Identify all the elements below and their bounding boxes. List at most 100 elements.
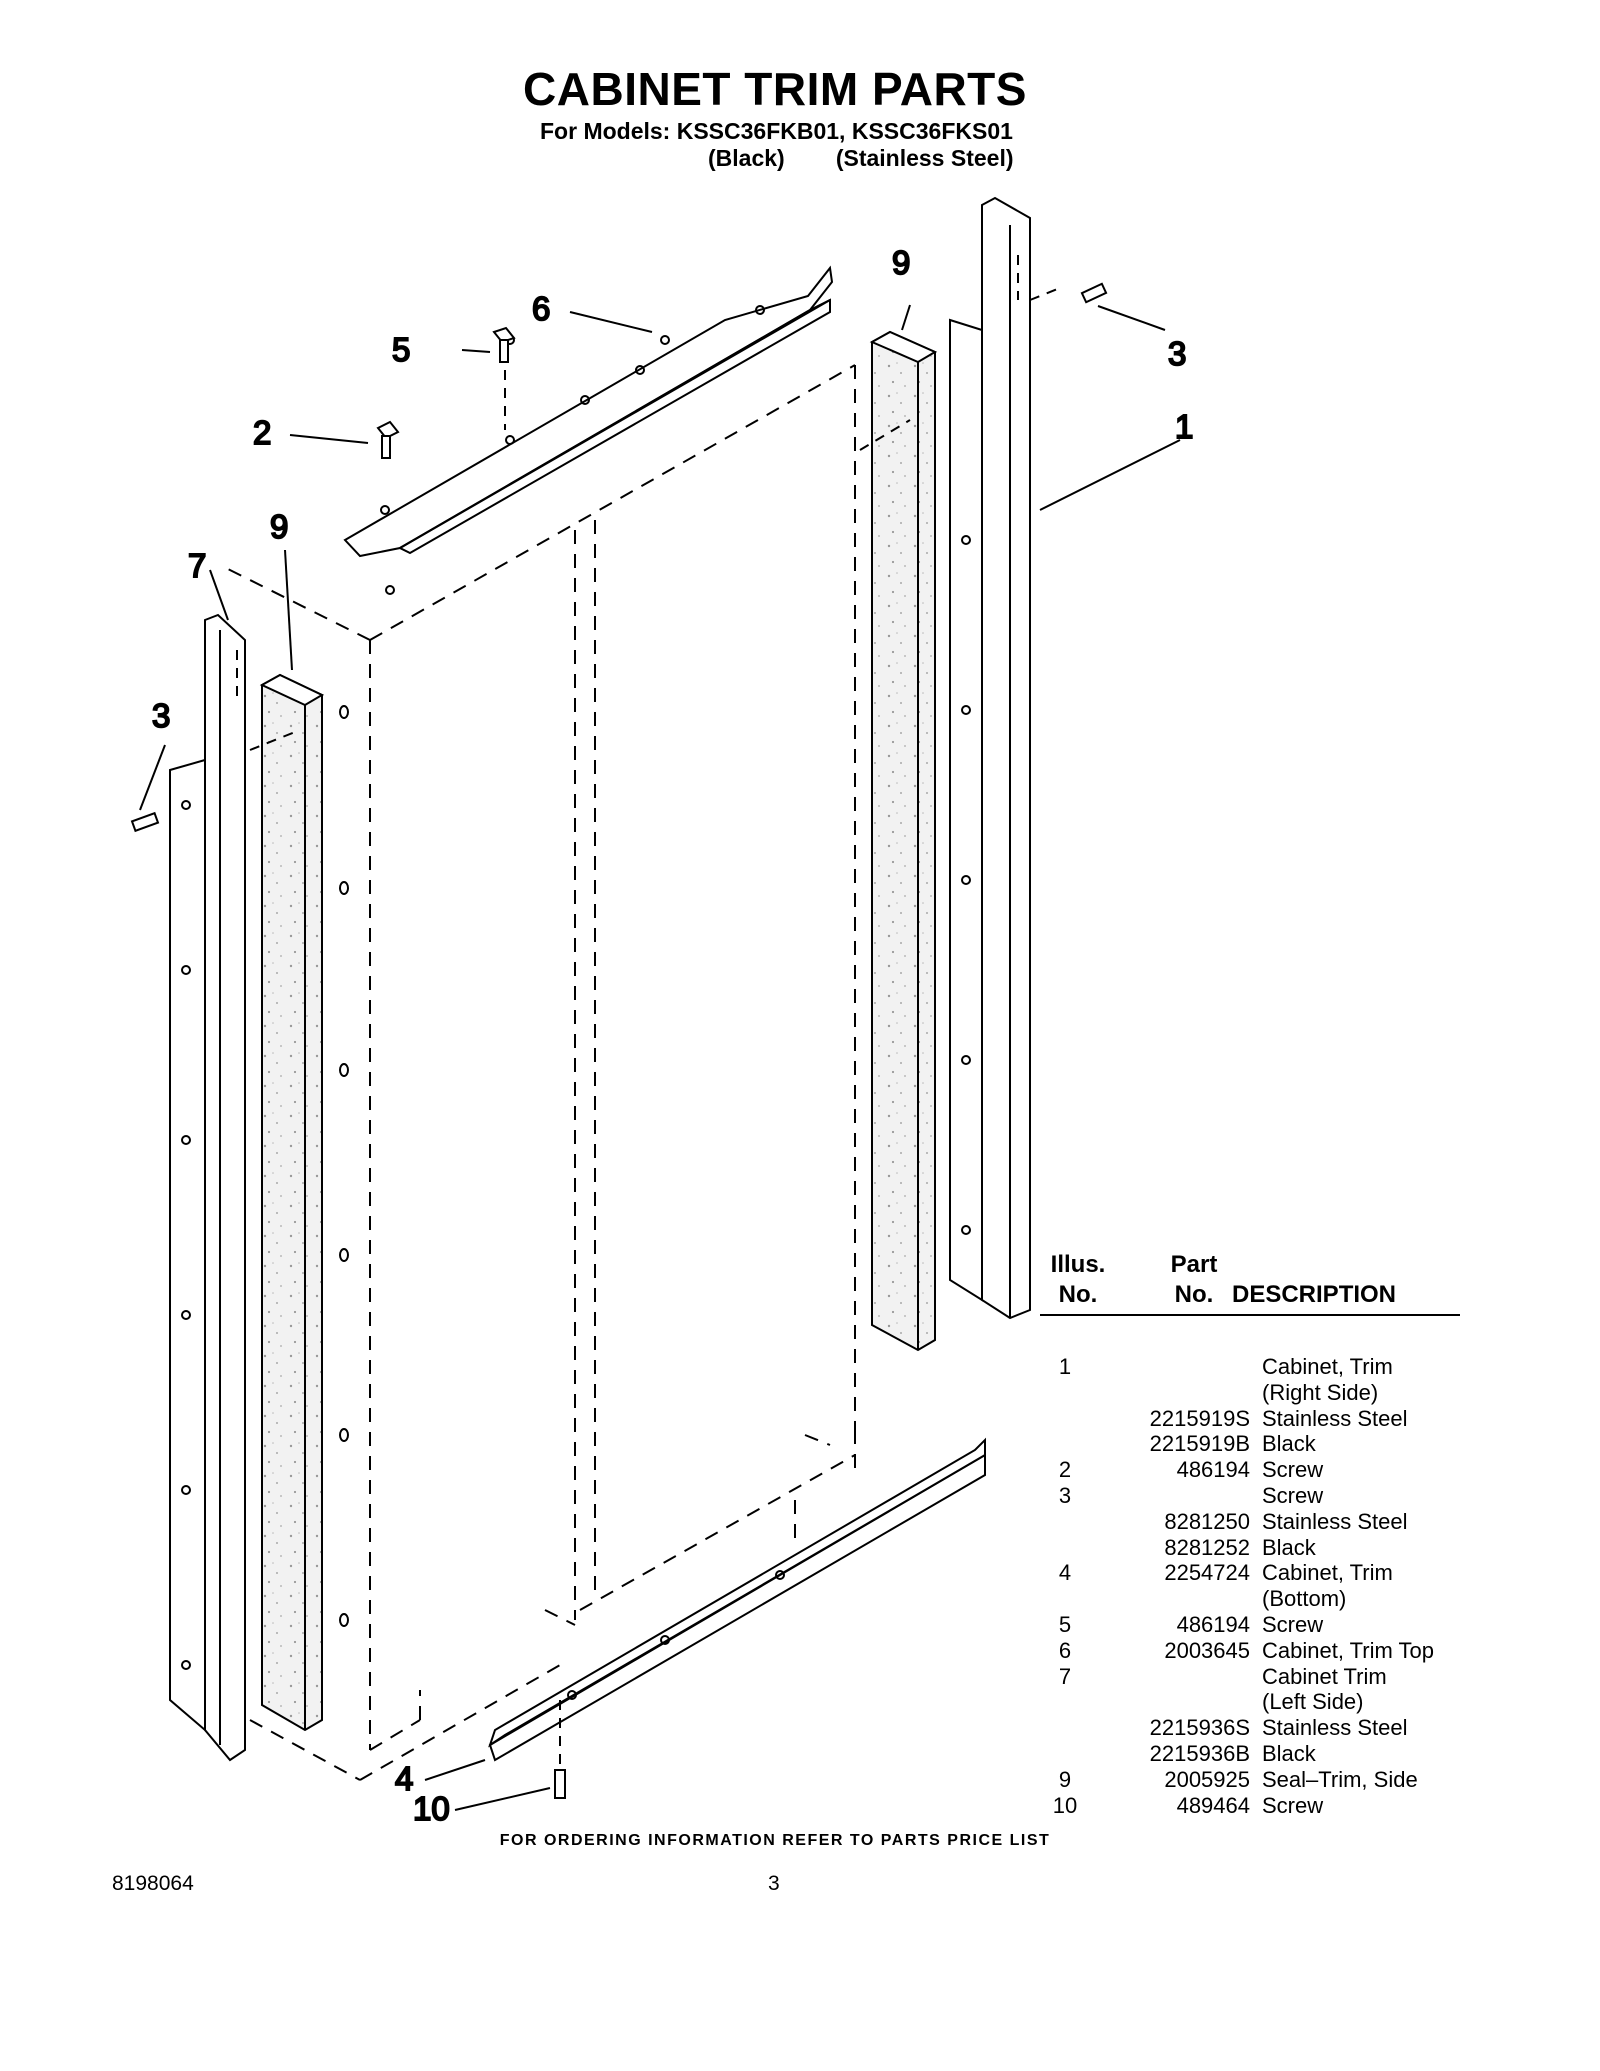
parts-row: 7 Cabinet Trim bbox=[1040, 1664, 1460, 1690]
part-no: 2005925 bbox=[1164, 1766, 1250, 1792]
finish-line: (Black) (Stainless Steel) bbox=[708, 145, 1014, 171]
part-header-line1: Part bbox=[1170, 1251, 1218, 1278]
part-no: 8281250 bbox=[1164, 1508, 1250, 1534]
part-no: 486194 bbox=[1176, 1457, 1250, 1483]
description: Cabinet, Trim bbox=[1262, 1354, 1393, 1379]
left-seal-trim bbox=[259, 673, 325, 1732]
part-no: 2003645 bbox=[1164, 1637, 1250, 1663]
part-no: 2254724 bbox=[1164, 1560, 1250, 1586]
parts-row: 6 2003645 Cabinet, Trim Top bbox=[1040, 1638, 1460, 1664]
part-no-header: Part No. bbox=[1140, 1250, 1248, 1310]
part-header-line2: No. bbox=[1174, 1281, 1214, 1308]
screw-3-right-icon bbox=[1080, 282, 1108, 304]
right-seal-trim bbox=[869, 330, 938, 1352]
callout-3-right: 3 bbox=[1168, 335, 1186, 372]
parts-row: 2215919B Black bbox=[1040, 1431, 1460, 1457]
callout-9-right: 9 bbox=[892, 244, 910, 281]
description: Stainless Steel bbox=[1262, 1715, 1408, 1741]
part-no: 489464 bbox=[1176, 1792, 1250, 1818]
description-header: DESCRIPTION bbox=[1232, 1281, 1397, 1308]
page-title: CABINET TRIM PARTS bbox=[523, 63, 1027, 115]
callout-3-left: 3 bbox=[152, 697, 170, 734]
page-number: 3 bbox=[768, 1872, 780, 1895]
illus-no: 7 bbox=[1058, 1663, 1072, 1689]
top-trim-part bbox=[343, 265, 834, 595]
description: Stainless Steel bbox=[1262, 1405, 1408, 1431]
callout-7: 7 bbox=[188, 547, 206, 584]
parts-row: (Right Side) bbox=[1040, 1380, 1460, 1406]
screw-5-icon bbox=[492, 326, 516, 363]
callout-2: 2 bbox=[253, 414, 271, 451]
description: Stainless Steel bbox=[1262, 1508, 1408, 1534]
description: Cabinet, Trim Top bbox=[1262, 1637, 1435, 1663]
callout-9-left: 9 bbox=[270, 508, 288, 545]
description: Black bbox=[1262, 1431, 1316, 1457]
description: Screw bbox=[1262, 1482, 1324, 1508]
screw-10-icon bbox=[554, 1769, 566, 1799]
parts-row: 8281250 Stainless Steel bbox=[1040, 1509, 1460, 1535]
part-no: 2215919S bbox=[1149, 1405, 1250, 1431]
illus-no: 10 bbox=[1052, 1792, 1078, 1818]
illus-no: 4 bbox=[1058, 1560, 1072, 1586]
parts-row: 1 Cabinet, Trim bbox=[1040, 1354, 1460, 1380]
description: Screw bbox=[1262, 1611, 1324, 1637]
parts-row: 5 486194 Screw bbox=[1040, 1612, 1460, 1638]
parts-row: 2215936B Black bbox=[1040, 1741, 1460, 1767]
illus-no: 2 bbox=[1058, 1457, 1072, 1483]
description: Screw bbox=[1262, 1457, 1324, 1483]
screw-3-left-icon bbox=[130, 811, 160, 833]
callout-10: 10 bbox=[413, 1790, 450, 1827]
illus-no: 6 bbox=[1058, 1637, 1072, 1663]
screw-2-icon bbox=[376, 420, 400, 459]
illus-no: 9 bbox=[1058, 1766, 1072, 1792]
ordering-note: FOR ORDERING INFORMATION REFER TO PARTS … bbox=[499, 1832, 1051, 1849]
cabinet-left-holes bbox=[339, 705, 349, 1627]
part-no: 2215936B bbox=[1149, 1740, 1250, 1766]
description: Cabinet, Trim bbox=[1262, 1560, 1393, 1586]
models-line: For Models: KSSC36FKB01, KSSC36FKS01 bbox=[540, 118, 1013, 144]
description: (Bottom) bbox=[1262, 1586, 1347, 1612]
leader-lines bbox=[139, 287, 1181, 1811]
description: (Left Side) bbox=[1262, 1689, 1364, 1715]
illus-no: 5 bbox=[1058, 1611, 1072, 1637]
illus-no: 3 bbox=[1058, 1482, 1072, 1508]
part-no: 2215919B bbox=[1149, 1431, 1250, 1457]
description: Black bbox=[1262, 1534, 1316, 1560]
illus-no: 1 bbox=[1058, 1354, 1072, 1379]
parts-row: 3 Screw bbox=[1040, 1483, 1460, 1509]
parts-row: 4 2254724 Cabinet, Trim bbox=[1040, 1560, 1460, 1586]
bottom-trim-part bbox=[488, 1437, 986, 1762]
left-cabinet-trim bbox=[169, 613, 246, 1762]
description: Black bbox=[1262, 1740, 1316, 1766]
callout-5: 5 bbox=[392, 331, 410, 368]
parts-row: 9 2005925 Seal–Trim, Side bbox=[1040, 1767, 1460, 1793]
illus-header-line2: No. bbox=[1058, 1281, 1098, 1308]
models-subtitle: For Models: KSSC36FKB01, KSSC36FKS01 (Bl… bbox=[540, 118, 1014, 172]
parts-row: 10 489464 Screw bbox=[1040, 1793, 1460, 1819]
cabinet-outline bbox=[219, 364, 856, 1781]
parts-row: 2215936S Stainless Steel bbox=[1040, 1715, 1460, 1741]
part-no: 486194 bbox=[1176, 1611, 1250, 1637]
parts-list-header: Illus. No. Part No. DESCRIPTION bbox=[1040, 1250, 1460, 1316]
part-no: 2215936S bbox=[1149, 1715, 1250, 1741]
parts-row: 8281252 Black bbox=[1040, 1535, 1460, 1561]
callout-1: 1 bbox=[1175, 408, 1193, 445]
parts-row: (Left Side) bbox=[1040, 1689, 1460, 1715]
description: Cabinet Trim bbox=[1262, 1663, 1387, 1689]
parts-row: 2 486194 Screw bbox=[1040, 1457, 1460, 1483]
illus-no-header: Illus. No. bbox=[1040, 1250, 1116, 1310]
callout-4: 4 bbox=[395, 1760, 413, 1797]
parts-row: 2215919S Stainless Steel bbox=[1040, 1406, 1460, 1432]
description: Seal–Trim, Side bbox=[1262, 1766, 1418, 1792]
part-no: 8281252 bbox=[1164, 1534, 1250, 1560]
screw-icons bbox=[130, 282, 1108, 1799]
callout-6: 6 bbox=[532, 290, 550, 327]
description: (Right Side) bbox=[1262, 1379, 1379, 1405]
document-number: 8198064 bbox=[112, 1872, 194, 1895]
description: Screw bbox=[1262, 1792, 1324, 1818]
parts-row: (Bottom) bbox=[1040, 1586, 1460, 1612]
right-cabinet-trim bbox=[949, 196, 1031, 1320]
